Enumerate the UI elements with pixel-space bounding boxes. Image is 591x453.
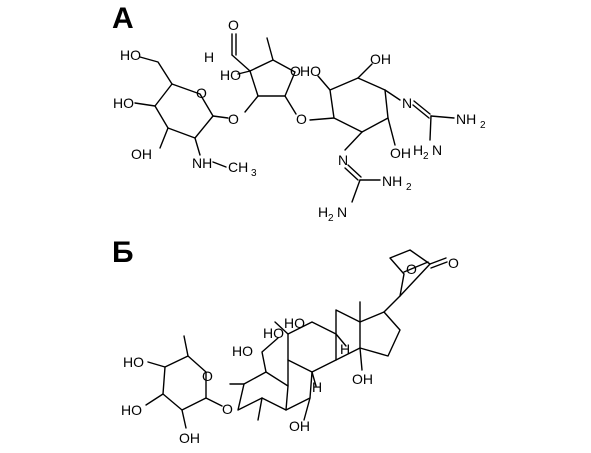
label-ho-inositol: HO: [300, 63, 321, 79]
label-nh2-bottom-left-n: N: [337, 204, 347, 220]
label-aldehyde-h: H: [204, 49, 214, 65]
label-oh-inositol-top: OH: [370, 51, 391, 67]
panel-label-a: А: [112, 2, 134, 35]
label-o-pyran: O: [196, 85, 207, 101]
label-n-right: N: [402, 95, 412, 111]
label-ho-furan: HO: [220, 67, 241, 83]
label-o-glycosidic-b: O: [222, 401, 233, 417]
label-h-c8: H: [340, 341, 350, 357]
panel-label-b: Б: [112, 236, 134, 269]
label-o-sugar-ring: O: [202, 368, 213, 384]
label-ch3: CH: [228, 159, 248, 175]
label-oh-sugar-bottom: OH: [179, 430, 200, 446]
label-nh2-bottom-right: NH: [382, 173, 402, 189]
label-nh: NH: [192, 155, 212, 171]
label-nh2-right-bottom-n: N: [432, 142, 442, 158]
label-h-c9: H: [312, 379, 322, 395]
label-ch3-subscript: 3: [251, 168, 257, 179]
pyranose-ring-a: [134, 56, 229, 168]
label-nh2-bottom-left-h: H: [318, 204, 328, 220]
label-nh2-right-top-sub: 2: [480, 120, 486, 131]
label-ho-ch2: HO: [120, 47, 141, 63]
label-nh2-right-bottom-h: H: [413, 142, 423, 158]
label-oh-ring-bottom: OH: [131, 146, 152, 162]
sugar-ring-b: [145, 335, 223, 429]
label-o-glycosidic-1: O: [228, 111, 239, 127]
label-ho-c19: HO: [263, 325, 284, 341]
label-n-bottom: N: [338, 152, 348, 168]
label-oh-inositol-bottom: OH: [390, 145, 411, 161]
label-nh2-bottom-right-sub: 2: [406, 182, 412, 193]
label-aldehyde-o: O: [228, 17, 239, 33]
label-o-glycosidic-2: O: [296, 111, 307, 127]
label-ho-c1: HO: [232, 343, 253, 359]
furanose-ring-a: [231, 33, 297, 115]
structure-b: HO HO OH O O HO HO HO H H OH OH O O: [121, 249, 459, 446]
label-nh2-right-top: NH: [456, 111, 476, 127]
label-ho-ring-left: HO: [113, 95, 134, 111]
structure-a: HO HO OH NH CH 3 O O O H HO O O HO OH OH…: [113, 17, 486, 224]
label-oh-c5: OH: [289, 418, 310, 434]
label-ho-sugar-mid: HO: [121, 402, 142, 418]
label-ho-c11: HO: [284, 315, 305, 331]
label-nh2-right-bottom-sub: 2: [423, 151, 429, 162]
label-oh-c14: OH: [352, 371, 373, 387]
butenolide-ring-b: [389, 249, 448, 297]
label-o-lactone-ring: O: [406, 261, 417, 277]
label-ho-sugar-top: HO: [123, 354, 144, 370]
label-o-lactone-carbonyl: O: [448, 255, 459, 271]
inositol-ring-a: [309, 63, 455, 203]
label-nh2-bottom-left-sub: 2: [328, 213, 334, 224]
steroid-rings-b: [229, 295, 401, 421]
label-o-furan: O: [290, 63, 301, 79]
